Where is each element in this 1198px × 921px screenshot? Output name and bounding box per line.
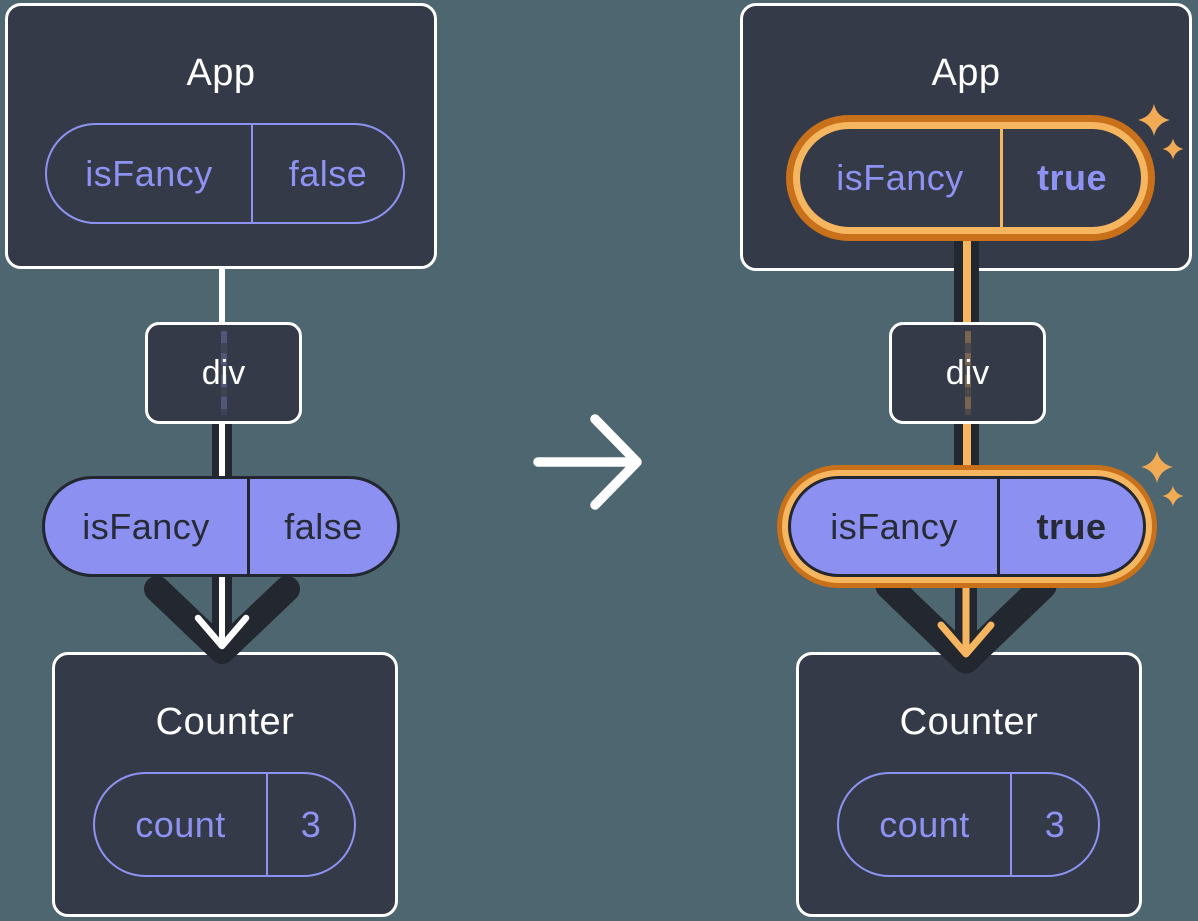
connector-app-div xyxy=(954,241,979,324)
state-value: 3 xyxy=(1010,774,1098,875)
pass-through-line xyxy=(220,331,227,415)
connector-app-div xyxy=(219,266,225,324)
app-prop-pill: isFancy false xyxy=(45,123,405,224)
app-title: App xyxy=(931,52,1001,94)
sparkle-icon xyxy=(1138,104,1184,160)
flow-arrow-icon xyxy=(144,567,300,664)
div-label: div xyxy=(201,353,246,392)
prop-key: isFancy xyxy=(836,157,964,198)
counter-component-box: Counter count 3 xyxy=(52,652,398,917)
counter-state-pill: count 3 xyxy=(837,772,1100,877)
counter-state-pill: count 3 xyxy=(93,772,356,877)
state-key: count xyxy=(135,803,226,845)
passed-prop-pill-highlighted: isFancy true xyxy=(788,476,1146,577)
counter-title: Counter xyxy=(899,701,1039,743)
counter-component-box: Counter count 3 xyxy=(796,652,1142,917)
app-prop-pill-highlighted: isFancy true xyxy=(793,122,1148,234)
app-component-box: App isFancy true xyxy=(740,3,1192,271)
connector-div-pill xyxy=(954,424,979,478)
app-title: App xyxy=(186,52,256,94)
transition-arrow-icon xyxy=(533,414,642,510)
prop-value: true xyxy=(1000,129,1141,227)
div-tag-box: div xyxy=(889,322,1046,424)
prop-value: false xyxy=(247,479,397,574)
prop-key: isFancy xyxy=(830,505,958,547)
prop-key: isFancy xyxy=(85,152,213,194)
app-component-box: App isFancy false xyxy=(5,3,437,269)
prop-key: isFancy xyxy=(82,505,210,547)
state-key: count xyxy=(879,803,970,845)
counter-title: Counter xyxy=(155,701,295,743)
pass-through-line xyxy=(964,331,971,415)
flow-arrow-icon xyxy=(875,566,1057,674)
div-label: div xyxy=(945,353,990,392)
div-tag-box: div xyxy=(145,322,302,424)
prop-value: true xyxy=(997,479,1143,574)
connector-div-pill xyxy=(212,424,232,478)
state-value: 3 xyxy=(266,774,354,875)
prop-value: false xyxy=(251,125,403,222)
sparkle-icon xyxy=(1141,451,1184,507)
passed-prop-pill: isFancy false xyxy=(42,476,400,577)
